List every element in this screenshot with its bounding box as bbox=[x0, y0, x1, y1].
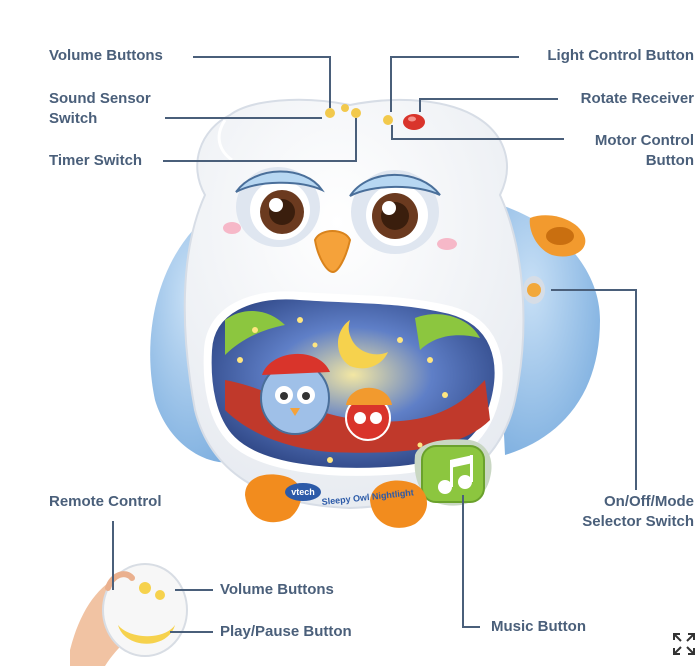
owl-left-eye bbox=[235, 167, 325, 247]
owl-feet bbox=[245, 474, 428, 528]
leader-lines bbox=[112, 56, 637, 633]
label-sound-sensor-line2: Switch bbox=[49, 110, 98, 127]
label-remote-control: Remote Control bbox=[49, 493, 162, 510]
owl-cheeks bbox=[223, 222, 457, 250]
label-rotate-receiver: Rotate Receiver bbox=[580, 90, 694, 107]
owl-belly-display bbox=[203, 291, 503, 476]
label-music-button: Music Button bbox=[491, 618, 586, 635]
expand-icon[interactable] bbox=[672, 632, 696, 656]
label-play-pause-button: Play/Pause Button bbox=[220, 623, 352, 640]
label-on-off-mode-switch: On/Off/Mode Selector Switch bbox=[582, 492, 694, 532]
remote-control-graphic bbox=[70, 563, 188, 666]
label-on-off-mode-line2: Selector Switch bbox=[582, 513, 694, 530]
owl-beak bbox=[313, 230, 352, 274]
top-controls bbox=[325, 104, 425, 130]
music-button-graphic bbox=[414, 439, 492, 506]
music-note-icon bbox=[438, 455, 473, 494]
label-on-off-mode-line1: On/Off/Mode bbox=[604, 493, 694, 510]
label-light-control-button: Light Control Button bbox=[547, 47, 694, 64]
owl-right-eye bbox=[349, 170, 441, 254]
label-sound-sensor-switch: Sound Sensor Switch bbox=[49, 89, 151, 129]
label-sound-sensor-line1: Sound Sensor bbox=[49, 90, 151, 107]
svg-text:vtech: vtech bbox=[291, 487, 315, 497]
label-timer-switch: Timer Switch bbox=[49, 152, 143, 169]
label-motor-control-line1: Motor Control bbox=[594, 132, 694, 149]
label-motor-control-button: Motor Control Button bbox=[595, 131, 694, 171]
on-off-mode-switch-graphic bbox=[523, 276, 545, 304]
label-motor-control-line2: Button bbox=[645, 152, 694, 169]
label-volume-buttons-top: Volume Buttons bbox=[49, 47, 163, 64]
vtech-logo: vtech bbox=[285, 483, 321, 501]
label-volume-buttons-remote: Volume Buttons bbox=[220, 581, 334, 598]
